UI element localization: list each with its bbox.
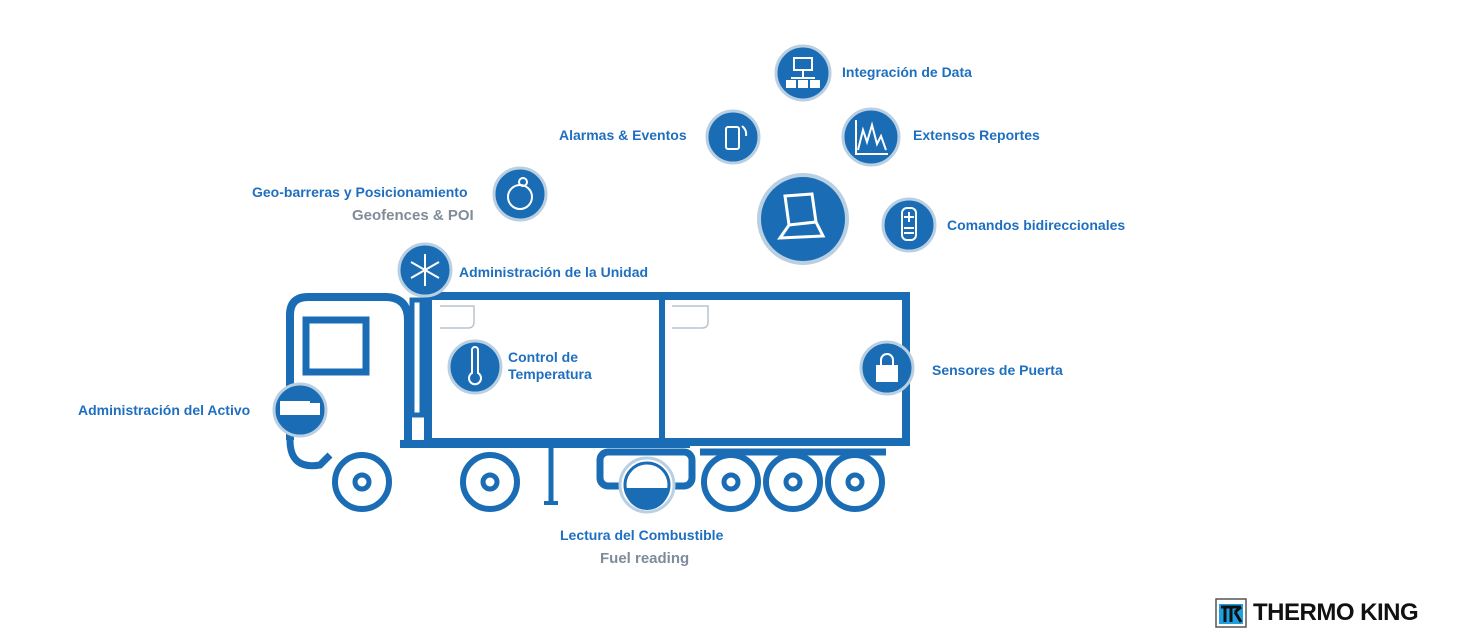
label-geofence: Geo-barreras y Posicionamiento <box>252 184 468 200</box>
tk-logo-icon <box>1215 598 1247 628</box>
label-door: Sensores de Puerta <box>932 362 1063 378</box>
snowflake-icon <box>397 242 453 298</box>
label-unit: Administración de la Unidad <box>459 264 649 280</box>
truck-icon <box>272 382 328 438</box>
door-handles <box>440 305 709 329</box>
label-temperature-2: Temperatura <box>508 366 592 382</box>
thermometer-icon <box>447 339 503 395</box>
label-commands: Comandos bidireccionales <box>947 217 1126 233</box>
network-icon <box>774 44 832 102</box>
fuel-gauge-icon <box>618 456 676 514</box>
truck-cab <box>286 293 412 440</box>
laptop-icon <box>757 173 849 265</box>
label-asset: Administración del Activo <box>78 402 251 418</box>
globe-pin-icon <box>492 166 548 222</box>
label-fuel: Lectura del Combustible <box>560 527 724 543</box>
wheels <box>332 452 885 512</box>
ghost-label-geofence: Geofences & POI <box>352 207 474 224</box>
ghost-label-fuel: Fuel reading <box>600 550 690 567</box>
lock-icon <box>859 340 915 396</box>
label-data-integration: Integración de Data <box>842 64 972 80</box>
chart-icon <box>841 107 901 167</box>
brand-name: THERMO KING <box>1253 599 1419 626</box>
phone-signal-icon <box>705 109 761 165</box>
cab-window <box>302 316 370 376</box>
cab-pillar <box>409 297 425 418</box>
handheld-icon <box>881 197 937 253</box>
label-temperature-1: Control de <box>508 349 578 365</box>
thermo-king-logo: THERMO KING <box>1215 598 1419 628</box>
label-reports: Extensos Reportes <box>913 127 1040 143</box>
cab-bumper <box>286 439 333 470</box>
label-alarms: Alarmas & Eventos <box>559 127 687 143</box>
